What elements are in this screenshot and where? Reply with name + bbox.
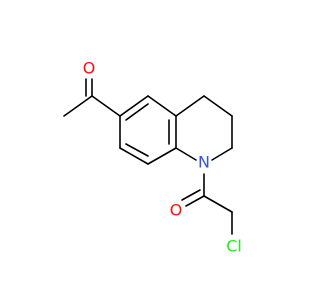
atom-label-layer: O N O Cl	[83, 59, 242, 256]
molecule-structure-drawing: O N O Cl	[63, 59, 242, 256]
bond-ring-e-inner	[125, 143, 149, 157]
bond-ring-a	[119, 95, 149, 117]
atom-label-o-amide: O	[170, 201, 183, 220]
atom-label-o-acetyl: O	[83, 59, 96, 78]
bond-ring-a-inner	[125, 103, 149, 121]
bond-sat-b	[203, 95, 233, 117]
bond-amide-o-2	[181, 189, 201, 201]
atom-label-cl: Cl	[226, 237, 242, 256]
bond-sat-d	[211, 147, 233, 161]
bond-ring-b	[147, 95, 177, 117]
bond-methyl-carbonyl	[63, 95, 93, 117]
bond-sat-a	[175, 95, 205, 117]
bond-carbonyl-ring	[91, 95, 121, 117]
atom-label-n-ring: N	[198, 153, 210, 172]
bond-carbonyl-ch2	[203, 195, 233, 213]
bond-amide-o-1	[185, 195, 205, 207]
bond-n-ring	[175, 147, 197, 161]
bond-ring-e	[119, 147, 149, 165]
bond-layer	[63, 78, 233, 235]
structure-canvas: O N O Cl	[63, 59, 242, 256]
bond-ring-d	[147, 147, 177, 165]
